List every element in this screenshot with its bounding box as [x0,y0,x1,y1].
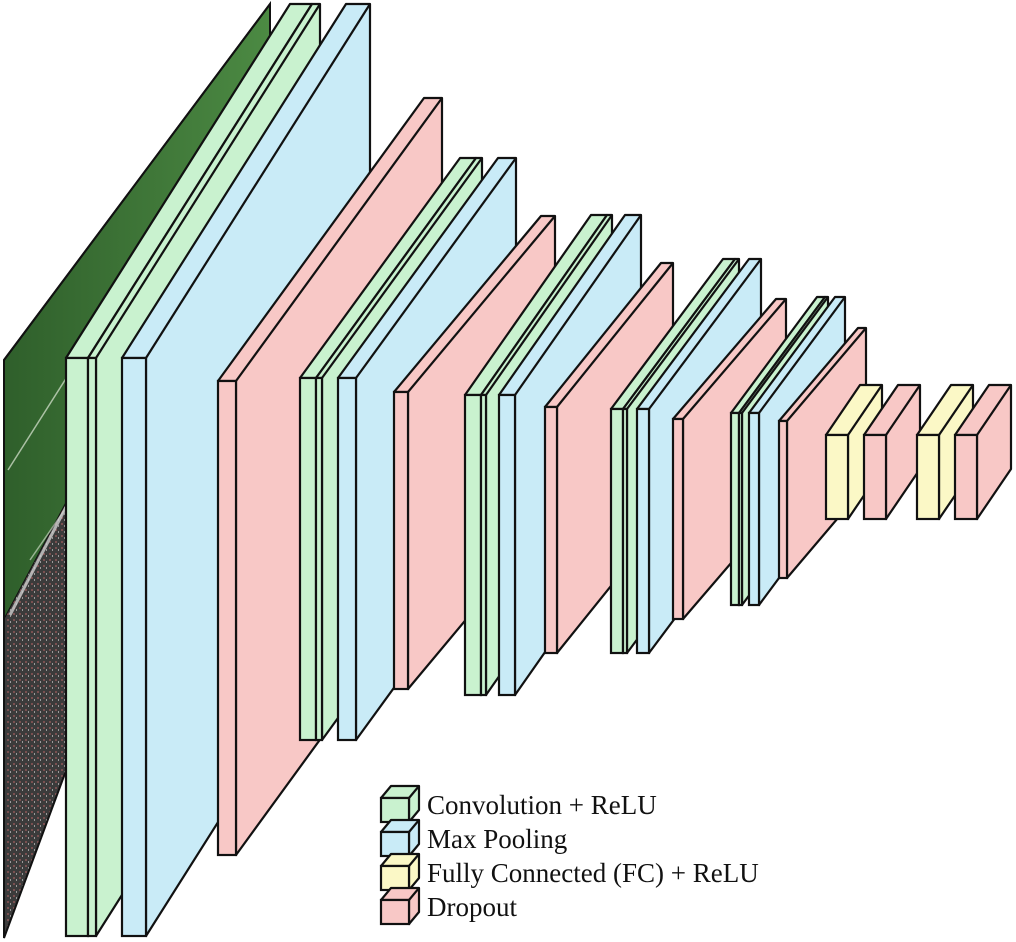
legend-swatch-dropout [379,886,421,926]
layer-dropout [543,261,675,655]
stage-5 [729,295,868,607]
layer-dropout [953,383,1013,521]
legend-swatch-fc [379,852,421,892]
legend-swatch-conv [379,784,421,824]
legend-label-dropout: Dropout [427,892,517,922]
legend-label-fc: Fully Connected (FC) + ReLU [427,858,759,888]
stage-6 [824,383,922,521]
stage-3 [463,213,675,697]
network-layers [64,2,1013,938]
stage-7 [915,383,1013,521]
legend-swatch-pool [379,818,421,858]
legend-label-conv: Convolution + ReLU [427,790,657,820]
legend-label-pool: Max Pooling [427,824,567,854]
layer-dropout [862,383,922,521]
